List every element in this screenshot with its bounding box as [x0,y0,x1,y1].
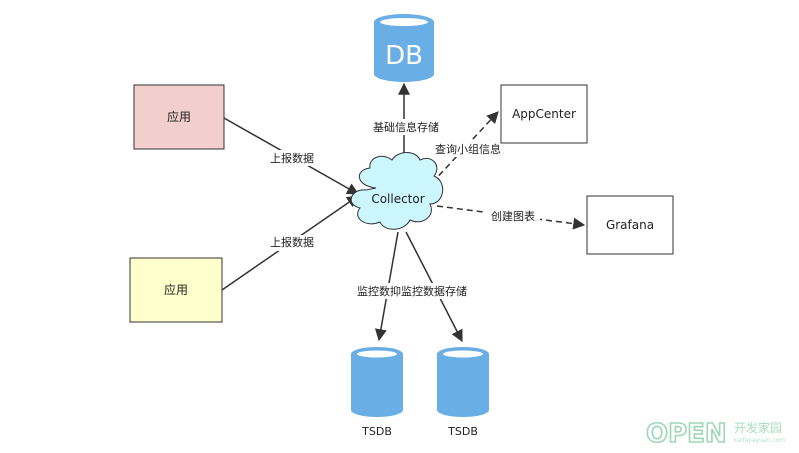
edge-label-store-base-info: 基础信息存储 [373,120,439,134]
watermark-open-text: OPEN [646,419,727,449]
node-label-db: DB [385,41,423,71]
edge-monitor-labels: 监控数抑监控数据存储 [352,283,472,299]
edge-label-report-bottom: 上报数据 [270,235,314,249]
edge-create-chart: 创建图表 [436,205,586,230]
edge-label-query-group-info: 查询小组信息 [435,142,501,156]
node-grafana: Grafana [586,195,674,255]
node-collector: Collector [350,152,444,230]
node-label-app-top: 应用 [167,109,191,124]
node-label-collector: Collector [371,192,424,206]
edge-report-top: 上报数据 [223,117,360,195]
watermark-url-text: kaifajiayuan.com [734,437,785,444]
node-tsdb-left: TSDB [351,347,403,438]
node-tsdb-right: TSDB [437,347,489,438]
node-appcenter: AppCenter [500,84,588,144]
edge-label-create-chart: 创建图表 [491,209,535,223]
edge-report-bottom: 上报数据 [221,195,359,291]
edge-label-report-top: 上报数据 [270,151,314,165]
edge-label-monitor-overlap: 监控数抑监控数据存储 [357,284,467,298]
node-label-app-bottom: 应用 [164,282,188,297]
watermark-logo: OPEN 开发家园 kaifajiayuan.com [645,418,785,450]
node-label-grafana: Grafana [606,218,654,232]
node-app-top: 应用 [133,84,225,150]
node-app-bottom: 应用 [129,257,223,323]
node-label-tsdb-right: TSDB [447,425,478,438]
cloud-shape [350,152,444,230]
node-db: DB [374,14,434,82]
node-label-tsdb-left: TSDB [361,425,392,438]
node-label-appcenter: AppCenter [512,107,576,121]
watermark-cn-text: 开发家园 [734,420,782,435]
edge-query-group-info: 查询小组信息 [430,111,506,184]
